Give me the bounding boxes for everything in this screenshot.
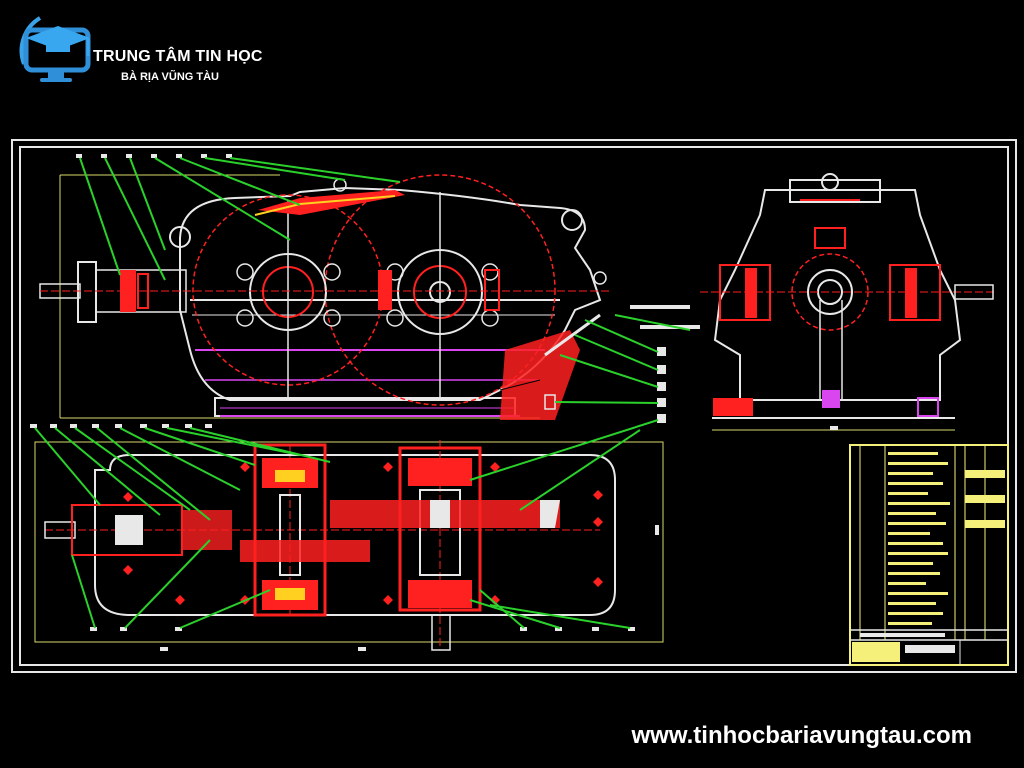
brand-logo (10, 6, 310, 96)
monitor-graduation-cap-icon (19, 16, 91, 82)
sheet-outer-frame (11, 139, 1017, 673)
balloon-markers-top (76, 154, 232, 158)
front-view (39, 174, 610, 420)
brand-subtitle: BÀ RỊA VŨNG TÀU (121, 71, 219, 83)
brand-title: TRUNG TÂM TIN HỌC (93, 48, 263, 65)
leader-lines-front (79, 157, 691, 404)
website-url: www.tinhocbariavungtau.com (631, 722, 972, 749)
top-section-view (34, 440, 664, 651)
side-view (700, 173, 995, 431)
sheet-inner-frame (19, 146, 1009, 666)
parts-list-table (849, 444, 1009, 666)
leader-lines-bottom (34, 419, 659, 629)
dimension-marks (630, 305, 700, 423)
balloon-markers-bottom (30, 424, 635, 631)
